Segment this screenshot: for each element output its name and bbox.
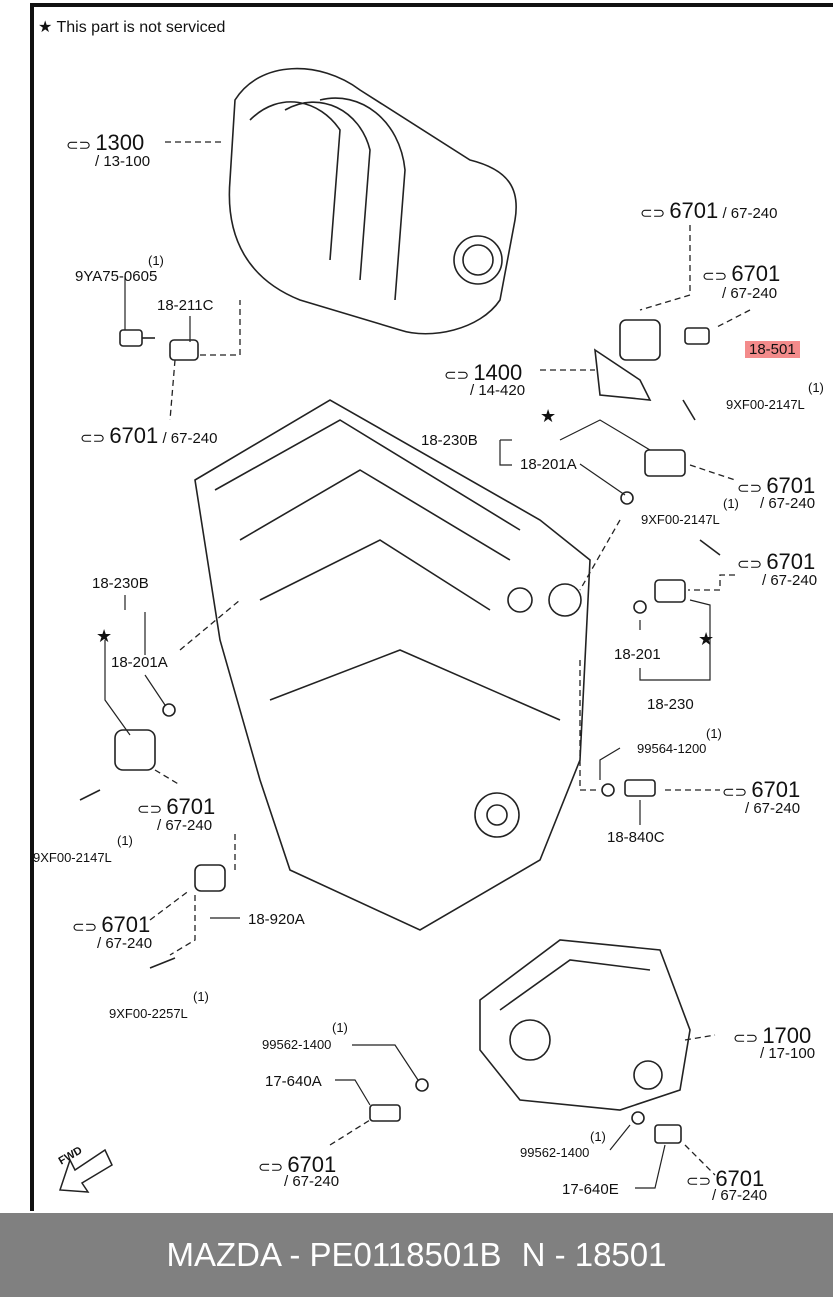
callout-6701-f-ref: / 67-240	[745, 800, 801, 817]
callout-6701-e[interactable]: ⊂⊃ 6701	[737, 549, 816, 574]
qty-99562-1: (1)	[332, 1020, 348, 1035]
part-9ya75-0605[interactable]: 9YA75-0605	[75, 268, 158, 285]
star-icon: ★	[38, 19, 53, 36]
transmission-shape	[479, 939, 691, 1111]
book-icon: ⊂⊃	[737, 480, 767, 497]
callout-6701-g-ref: / 67-240	[157, 817, 213, 834]
part-99564-1200[interactable]: 99564-1200	[637, 741, 707, 756]
book-icon: ⊂⊃	[66, 137, 96, 154]
qty-9xf00-2: (1)	[723, 496, 739, 511]
callout-6701-d[interactable]: ⊂⊃ 6701	[737, 473, 816, 498]
part-99562-1400-1[interactable]: 99562-1400	[262, 1037, 332, 1052]
book-icon: ⊂⊃	[258, 1159, 288, 1176]
callout-1400[interactable]: ⊂⊃ 1400	[444, 360, 523, 385]
book-icon: ⊂⊃	[72, 919, 102, 936]
part-18-201a-1[interactable]: 18-201A	[520, 456, 577, 473]
book-icon: ⊂⊃	[686, 1173, 716, 1190]
book-icon: ⊂⊃	[722, 784, 752, 801]
part-9xf00-2147l-3[interactable]: 9XF00-2147L	[33, 850, 112, 865]
callout-6701-j[interactable]: ⊂⊃ 6701	[686, 1166, 765, 1191]
book-icon: ⊂⊃	[733, 1030, 763, 1047]
star-icon: ★	[96, 626, 113, 646]
part-9xf00-2147l-1[interactable]: 9XF00-2147L	[726, 397, 805, 412]
part-17-640a[interactable]: 17-640A	[265, 1073, 322, 1090]
part-18-201[interactable]: 18-201	[614, 646, 661, 663]
star-icon: ★	[540, 406, 557, 426]
book-icon: ⊂⊃	[702, 268, 732, 285]
callout-6701-c-ref: / 67-240	[722, 285, 778, 302]
fwd-arrow-shape	[58, 1148, 113, 1193]
callout-1300[interactable]: ⊂⊃ 1300	[66, 130, 145, 155]
qty-9xf00-3: (1)	[117, 833, 133, 848]
callout-6701-c[interactable]: ⊂⊃ 6701	[702, 261, 781, 286]
callout-6701-h-ref: / 67-240	[97, 935, 153, 952]
part-17-640e[interactable]: 17-640E	[562, 1181, 619, 1198]
qty-99564: (1)	[706, 726, 722, 741]
book-icon: ⊂⊃	[640, 205, 670, 222]
callout-1700-ref: / 17-100	[760, 1045, 816, 1062]
book-icon: ⊂⊃	[80, 430, 110, 447]
callout-6701-d-ref: / 67-240	[760, 495, 816, 512]
not-serviced-note: ★ This part is not serviced	[38, 19, 226, 36]
book-icon: ⊂⊃	[137, 801, 167, 818]
group-code: N - 18501	[521, 1236, 667, 1273]
callout-6701-e-ref: / 67-240	[762, 572, 818, 589]
part-99562-1400-2[interactable]: 99562-1400	[520, 1145, 590, 1160]
qty-9xf00-4: (1)	[193, 989, 209, 1004]
qty-9xf00-1: (1)	[808, 380, 824, 395]
callout-6701-i-ref: / 67-240	[284, 1173, 340, 1190]
part-9xf00-2257l[interactable]: 9XF00-2257L	[109, 1006, 188, 1021]
book-icon: ⊂⊃	[737, 556, 767, 573]
part-9xf00-2147l-2[interactable]: 9XF00-2147L	[641, 512, 720, 527]
intake-manifold-shape	[228, 67, 517, 335]
part-18-501-highlighted[interactable]: 18-501	[745, 341, 800, 358]
part-18-201a-2[interactable]: 18-201A	[111, 654, 168, 671]
engine-block-shape	[194, 399, 591, 931]
callout-1400-ref: / 14-420	[470, 382, 526, 399]
callout-6701-i[interactable]: ⊂⊃ 6701	[258, 1152, 337, 1177]
callout-1300-ref: / 13-100	[95, 153, 151, 170]
callout-6701-h[interactable]: ⊂⊃ 6701	[72, 912, 151, 937]
callout-6701-g[interactable]: ⊂⊃ 6701	[137, 794, 216, 819]
page-border	[30, 3, 833, 1211]
callout-6701-j-ref: / 67-240	[712, 1187, 768, 1204]
part-18-230[interactable]: 18-230	[647, 696, 694, 713]
callout-6701-b[interactable]: ⊂⊃ 6701 / 67-240	[640, 198, 778, 223]
qty-99562-2: (1)	[590, 1129, 606, 1144]
callout-1700[interactable]: ⊂⊃ 1700	[733, 1023, 812, 1048]
book-icon: ⊂⊃	[444, 367, 474, 384]
part-18-211c[interactable]: 18-211C	[157, 297, 214, 314]
part-18-230b-1[interactable]: 18-230B	[421, 432, 478, 449]
callout-6701-a[interactable]: ⊂⊃ 6701 / 67-240	[80, 423, 218, 448]
part-18-230b-2[interactable]: 18-230B	[92, 575, 149, 592]
part-18-840c[interactable]: 18-840C	[607, 829, 665, 846]
callout-6701-f[interactable]: ⊂⊃ 6701	[722, 777, 801, 802]
footer-bar: MAZDA - PE0118501B N - 18501	[0, 1213, 833, 1297]
qty-9ya75: (1)	[148, 253, 164, 268]
part-18-920a[interactable]: 18-920A	[248, 911, 305, 928]
star-icon: ★	[698, 629, 715, 649]
part-number-title: MAZDA - PE0118501B	[166, 1236, 502, 1273]
